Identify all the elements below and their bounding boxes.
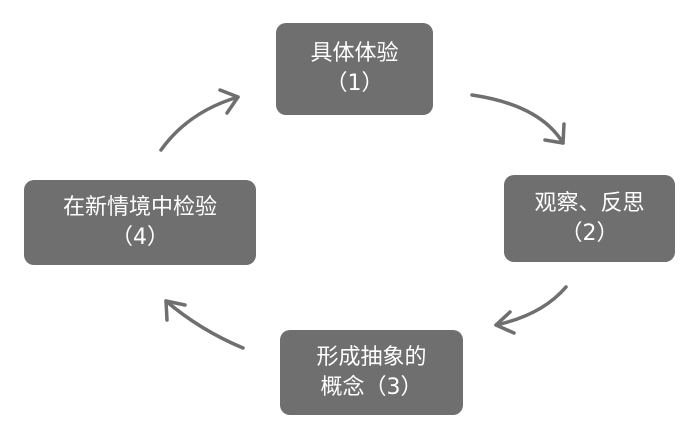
- node-abstract-concepts: 形成抽象的 概念（3）: [280, 330, 463, 415]
- node-label-line2: （1）: [325, 71, 384, 96]
- arrow-1-to-2-icon: [470, 93, 566, 145]
- node-label-line1: 在新情境中检验: [62, 194, 217, 220]
- arrow-2-to-3-icon: [494, 285, 568, 335]
- node-label-line1: 具体体验: [310, 41, 399, 66]
- node-label-line1: 形成抽象的: [316, 344, 427, 370]
- node-label-line2: （2）: [560, 220, 619, 246]
- node-concrete-experience: 具体体验 （1）: [276, 23, 433, 115]
- node-label-line2: 概念（3）: [320, 374, 423, 400]
- node-testing-new-situations: 在新情境中检验 （4）: [24, 180, 256, 265]
- arrow-4-to-1-icon: [159, 88, 240, 152]
- node-label-line1: 观察、反思: [534, 190, 645, 216]
- node-label-line2: （4）: [111, 224, 169, 250]
- node-observation-reflection: 观察、反思 （2）: [504, 175, 675, 262]
- arrow-3-to-4-icon: [164, 299, 245, 350]
